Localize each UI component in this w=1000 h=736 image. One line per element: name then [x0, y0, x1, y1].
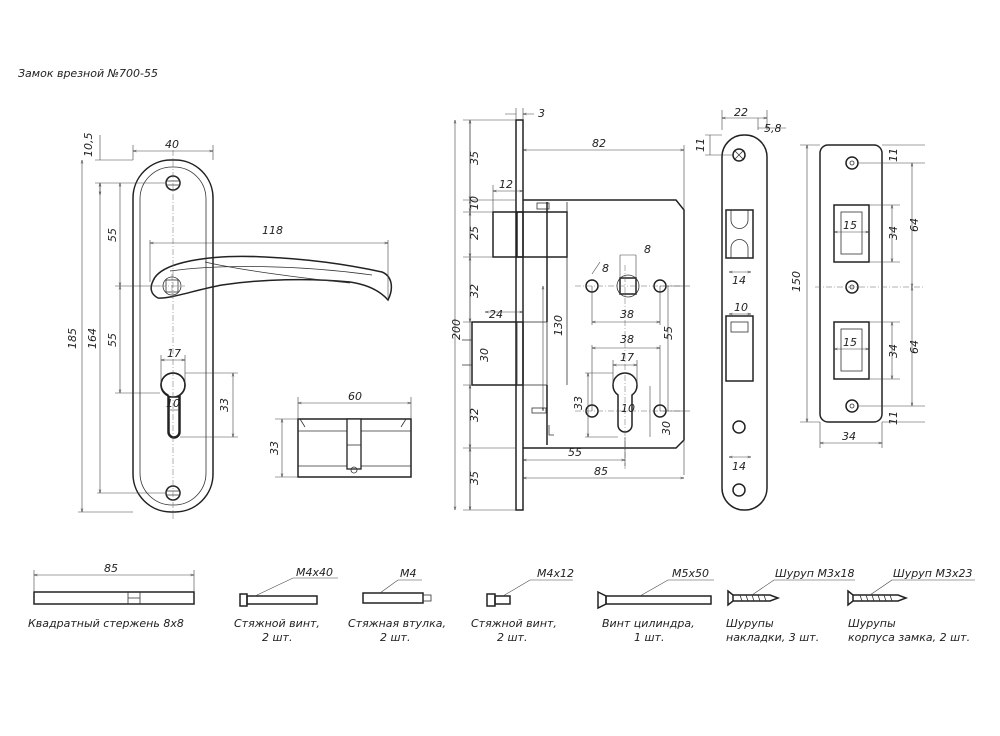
drawing-title: Замок врезной №700-55	[18, 67, 158, 80]
svg-text:Шуруп М3х23: Шуруп М3х23	[893, 567, 972, 580]
svg-text:2 шт.: 2 шт.	[262, 631, 292, 644]
svg-text:34: 34	[887, 226, 900, 240]
svg-text:35: 35	[468, 471, 481, 485]
cylinder-dimensions: 60 33	[268, 390, 412, 478]
svg-text:22: 22	[734, 106, 748, 119]
svg-text:2 шт.: 2 шт.	[380, 631, 410, 644]
lock-body-view	[462, 119, 685, 511]
svg-text:33: 33	[218, 398, 231, 412]
svg-text:25: 25	[468, 226, 481, 240]
screw-m5x50: М5х50 Винт цилиндра, 1 шт.	[597, 567, 714, 644]
svg-text:12: 12	[499, 178, 513, 191]
svg-text:накладки, 3 шт.: накладки, 3 шт.	[726, 631, 819, 644]
svg-text:8: 8	[644, 243, 651, 256]
svg-text:24: 24	[489, 308, 503, 321]
svg-text:55: 55	[106, 228, 119, 242]
strike-plate-view	[815, 144, 925, 423]
svg-text:Квадратный стержень 8х8: Квадратный стержень 8х8	[28, 617, 184, 630]
svg-text:30: 30	[660, 421, 673, 435]
svg-text:30: 30	[478, 348, 491, 362]
svg-text:8: 8	[602, 262, 609, 275]
svg-text:Винт цилиндра,: Винт цилиндра,	[602, 617, 695, 630]
cylinder-view	[297, 418, 412, 478]
svg-text:85: 85	[594, 465, 608, 478]
svg-text:Шуруп М3х18: Шуруп М3х18	[775, 567, 854, 580]
strike-plate-dimensions: 11 15 34 64 150 15 34 64 11 34	[790, 144, 925, 448]
svg-text:11: 11	[694, 138, 707, 152]
svg-text:185: 185	[66, 328, 79, 349]
svg-text:82: 82	[592, 137, 606, 150]
svg-text:40: 40	[165, 138, 179, 151]
wood-screw-m3x18: Шуруп М3х18 Шурупы накладки, 3 шт.	[726, 567, 855, 644]
svg-text:64: 64	[908, 218, 921, 232]
svg-text:38: 38	[620, 308, 634, 321]
square-rod: 85 Квадратный стержень 8х8	[28, 562, 195, 630]
svg-text:Шурупы: Шурупы	[726, 617, 774, 630]
svg-text:15: 15	[843, 219, 857, 232]
svg-text:11: 11	[887, 411, 900, 425]
svg-text:32: 32	[468, 408, 481, 422]
svg-text:118: 118	[262, 224, 283, 237]
svg-text:10,5: 10,5	[82, 133, 95, 158]
svg-text:10: 10	[621, 402, 635, 415]
svg-text:55: 55	[106, 333, 119, 347]
svg-text:38: 38	[620, 333, 634, 346]
bushing-m4: М4 Стяжная втулка, 2 шт.	[348, 567, 446, 644]
svg-text:10: 10	[734, 301, 748, 314]
handle-dimensions: 40 10,5 55 55 185 164 118 17 10 33	[66, 133, 389, 513]
svg-text:130: 130	[552, 315, 565, 336]
svg-text:200: 200	[450, 319, 463, 340]
screw-m4x40: М4х40 Стяжной винт, 2 шт.	[234, 566, 338, 644]
svg-text:10: 10	[468, 196, 481, 210]
svg-text:164: 164	[86, 328, 99, 349]
svg-text:М4: М4	[400, 567, 417, 580]
wood-screw-m3x23: Шуруп М3х23 Шурупы корпуса замка, 2 шт.	[847, 567, 975, 644]
svg-text:85: 85	[104, 562, 118, 575]
faceplate-view	[721, 134, 768, 511]
svg-text:150: 150	[790, 271, 803, 292]
svg-text:14: 14	[732, 460, 746, 473]
svg-text:М5х50: М5х50	[672, 567, 709, 580]
faceplate-dimensions: 22 5,8 11 14 10 14	[694, 106, 786, 473]
svg-text:55: 55	[568, 446, 582, 459]
svg-text:34: 34	[842, 430, 856, 443]
svg-text:10: 10	[166, 397, 180, 410]
svg-text:3: 3	[538, 107, 545, 120]
lock-body-dimensions: 3 82 12 35 10 25 32 24 30 32 35 200 130	[450, 107, 690, 511]
svg-text:Шурупы: Шурупы	[848, 617, 896, 630]
handle-plate-view	[132, 150, 393, 520]
svg-text:64: 64	[908, 340, 921, 354]
svg-text:Стяжной винт,: Стяжной винт,	[471, 617, 557, 630]
svg-text:17: 17	[620, 351, 634, 364]
svg-text:15: 15	[843, 336, 857, 349]
svg-text:34: 34	[887, 344, 900, 358]
svg-text:35: 35	[468, 151, 481, 165]
svg-text:55: 55	[662, 326, 675, 340]
svg-text:14: 14	[732, 274, 746, 287]
svg-text:М4х12: М4х12	[537, 567, 574, 580]
screw-m4x12: М4х12 Стяжной винт, 2 шт.	[471, 567, 574, 644]
svg-text:33: 33	[572, 396, 585, 410]
svg-text:2 шт.: 2 шт.	[497, 631, 527, 644]
svg-text:17: 17	[167, 347, 181, 360]
svg-text:32: 32	[468, 284, 481, 298]
svg-text:11: 11	[887, 148, 900, 162]
svg-text:1 шт.: 1 шт.	[634, 631, 664, 644]
svg-text:60: 60	[348, 390, 362, 403]
svg-text:М4х40: М4х40	[296, 566, 333, 579]
svg-text:5,8: 5,8	[764, 122, 782, 135]
svg-text:Стяжная втулка,: Стяжная втулка,	[348, 617, 446, 630]
svg-text:корпуса замка, 2 шт.: корпуса замка, 2 шт.	[848, 631, 970, 644]
svg-text:Стяжной винт,: Стяжной винт,	[234, 617, 320, 630]
svg-text:33: 33	[268, 441, 281, 455]
